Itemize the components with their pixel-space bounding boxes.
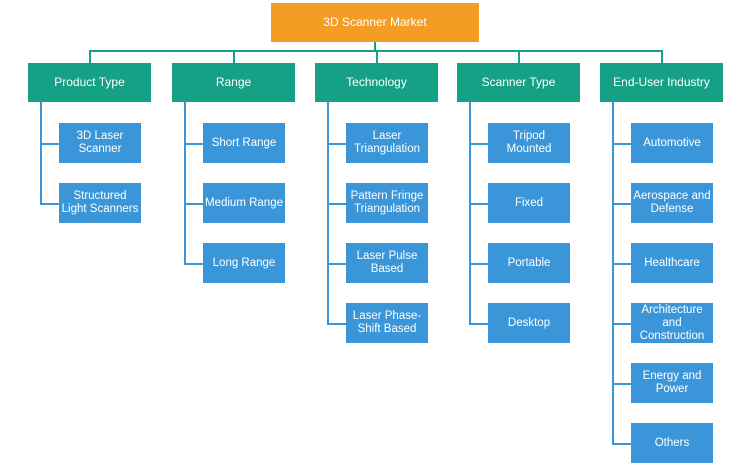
- item-node: Laser Phase-Shift Based: [346, 303, 428, 343]
- item-branch-line: [612, 323, 631, 325]
- item-branch-line: [469, 143, 488, 145]
- item-node: Portable: [488, 243, 570, 283]
- item-node: Architecture and Construction: [631, 303, 713, 343]
- item-node: 3D Laser Scanner: [59, 123, 141, 163]
- item-branch-line: [612, 203, 631, 205]
- item-branch-line: [612, 263, 631, 265]
- item-branch-line: [612, 443, 631, 445]
- item-trunk-line: [612, 102, 614, 444]
- root-node: 3D Scanner Market: [271, 3, 479, 42]
- item-node: Laser Triangulation: [346, 123, 428, 163]
- category-node: Scanner Type: [457, 63, 580, 102]
- item-node: Laser Pulse Based: [346, 243, 428, 283]
- item-trunk-line: [469, 102, 471, 324]
- root-connector: [374, 42, 376, 51]
- category-node: Range: [172, 63, 295, 102]
- item-branch-line: [184, 143, 203, 145]
- item-node: Energy and Power: [631, 363, 713, 403]
- category-connector: [661, 50, 663, 63]
- item-trunk-line: [40, 102, 42, 204]
- item-node: Tripod Mounted: [488, 123, 570, 163]
- item-node: Automotive: [631, 123, 713, 163]
- item-branch-line: [469, 203, 488, 205]
- item-branch-line: [327, 323, 346, 325]
- item-node: Others: [631, 423, 713, 463]
- item-branch-line: [469, 323, 488, 325]
- category-connector: [518, 50, 520, 63]
- item-branch-line: [327, 203, 346, 205]
- item-branch-line: [184, 203, 203, 205]
- item-node: Healthcare: [631, 243, 713, 283]
- item-trunk-line: [184, 102, 186, 264]
- category-connector: [376, 50, 378, 63]
- item-branch-line: [469, 263, 488, 265]
- item-node: Medium Range: [203, 183, 285, 223]
- item-node: Aerospace and Defense: [631, 183, 713, 223]
- item-branch-line: [184, 263, 203, 265]
- item-node: Desktop: [488, 303, 570, 343]
- item-branch-line: [40, 203, 59, 205]
- item-node: Structured Light Scanners: [59, 183, 141, 223]
- category-connector: [233, 50, 235, 63]
- item-node: Long Range: [203, 243, 285, 283]
- category-node: Technology: [315, 63, 438, 102]
- item-node: Short Range: [203, 123, 285, 163]
- item-branch-line: [327, 263, 346, 265]
- category-node: End-User Industry: [600, 63, 723, 102]
- item-node: Fixed: [488, 183, 570, 223]
- item-branch-line: [612, 383, 631, 385]
- item-branch-line: [612, 143, 631, 145]
- category-connector: [89, 50, 91, 63]
- item-trunk-line: [327, 102, 329, 324]
- item-branch-line: [40, 143, 59, 145]
- category-node: Product Type: [28, 63, 151, 102]
- item-branch-line: [327, 143, 346, 145]
- item-node: Pattern Fringe Triangulation: [346, 183, 428, 223]
